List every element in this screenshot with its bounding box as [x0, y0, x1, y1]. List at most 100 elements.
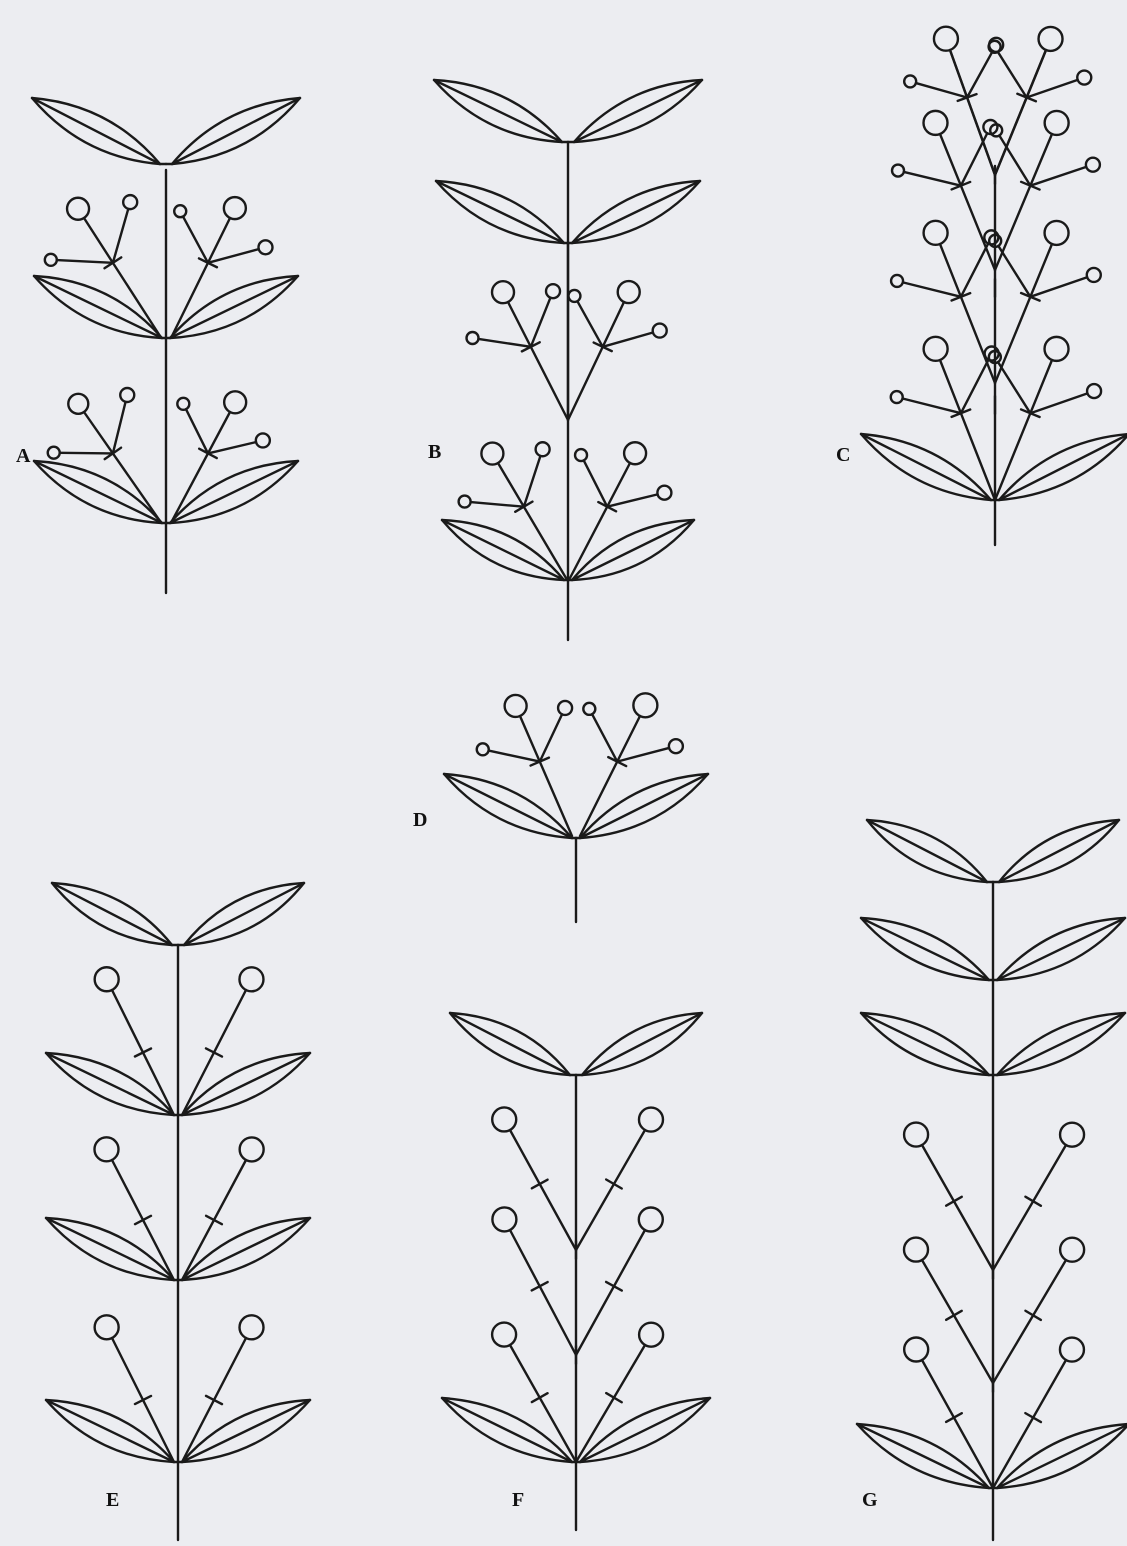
- leaf-midrib: [182, 1218, 310, 1280]
- leaf-midrib: [997, 1013, 1125, 1075]
- flower-bud-circle: [1039, 27, 1063, 51]
- pedicel-line: [998, 52, 1027, 98]
- pedicel-line: [607, 494, 657, 506]
- panel-c-drawing: [861, 27, 1127, 545]
- pedicel-line: [478, 339, 530, 347]
- flower-bud-circle: [1060, 1123, 1084, 1147]
- flower-bud-circle: [904, 1123, 928, 1147]
- flower-bud-circle: [891, 391, 903, 403]
- leaf-midrib: [867, 820, 987, 882]
- flower-bud-circle: [653, 324, 667, 338]
- flower-bud-circle: [546, 284, 560, 298]
- flower-bud-circle: [224, 197, 246, 219]
- flower-bud-circle: [633, 693, 657, 717]
- pedicel-line: [510, 1130, 576, 1250]
- flower-bud-circle: [239, 967, 263, 991]
- bract-tick: [1025, 1197, 1041, 1206]
- panel-f-drawing: [442, 1013, 710, 1530]
- flower-bud-circle: [45, 254, 57, 266]
- peduncle-line: [520, 716, 572, 836]
- panel-d-label: D: [413, 809, 427, 831]
- bract-tick: [946, 1197, 962, 1206]
- leaf-midrib: [34, 461, 162, 523]
- flower-bud-circle: [492, 281, 514, 303]
- pedicel-line: [576, 1230, 645, 1355]
- leaf-midrib: [184, 883, 304, 945]
- pedicel-line: [1030, 393, 1087, 413]
- pedicel-line: [998, 246, 1030, 297]
- pedicel-line: [510, 1345, 576, 1462]
- flower-bud-circle: [1086, 158, 1100, 172]
- leaf-midrib: [34, 276, 162, 338]
- flower-bud-circle: [1060, 1238, 1084, 1262]
- flower-bud-circle: [1077, 71, 1091, 85]
- leaf-midrib: [580, 1398, 710, 1462]
- pedicel-line: [916, 83, 967, 97]
- flower-bud-circle: [505, 695, 527, 717]
- flower-bud-circle: [583, 703, 595, 715]
- flower-bud-circle: [1045, 337, 1069, 361]
- peduncle-line: [172, 218, 230, 336]
- pedicel-line: [510, 1230, 576, 1355]
- leaf-midrib: [436, 181, 564, 243]
- pedicel-line: [113, 402, 126, 454]
- pedicel-line: [592, 714, 617, 761]
- leaf-midrib: [999, 820, 1119, 882]
- leaf-midrib: [444, 774, 572, 838]
- bract-tick: [532, 1180, 548, 1189]
- flower-bud-circle: [669, 739, 683, 753]
- panel-c-label: C: [836, 444, 850, 466]
- flower-bud-circle: [924, 221, 948, 245]
- panel-d-group: D: [413, 693, 708, 922]
- leaf-midrib: [572, 181, 700, 243]
- bract-tick: [946, 1413, 962, 1422]
- flower-bud-circle: [536, 442, 550, 456]
- flower-bud-circle: [177, 398, 189, 410]
- bract-tick: [606, 1393, 622, 1402]
- pedicel-line: [617, 748, 669, 762]
- pedicel-line: [993, 1360, 1066, 1488]
- panel-e-group: E: [46, 883, 310, 1540]
- pedicel-line: [904, 172, 961, 186]
- leaf-midrib: [574, 80, 702, 142]
- bract-tick: [532, 1282, 548, 1290]
- panel-f-label: F: [512, 1489, 524, 1511]
- flower-bud-circle: [657, 486, 671, 500]
- pedicel-line: [922, 1360, 993, 1488]
- leaf-midrib: [861, 1013, 989, 1075]
- flower-bud-circle: [492, 1207, 516, 1231]
- leaf-midrib: [32, 98, 160, 164]
- bract-tick: [206, 1216, 222, 1224]
- pedicel-line: [961, 133, 987, 185]
- panel-g-label: G: [862, 1489, 878, 1511]
- flower-bud-circle: [575, 449, 587, 461]
- leaf-midrib: [572, 520, 694, 580]
- pedicel-line: [577, 301, 602, 347]
- panel-a-group: A: [16, 98, 300, 593]
- panel-f-group: F: [442, 1013, 710, 1530]
- flower-bud-circle: [240, 1315, 264, 1339]
- bract-tick: [135, 1216, 151, 1224]
- leaf-midrib: [46, 1053, 174, 1115]
- pedicel-line: [998, 362, 1030, 413]
- pedicel-line: [576, 1130, 645, 1250]
- leaf-midrib: [170, 276, 298, 338]
- leaf-midrib: [997, 1424, 1127, 1488]
- flower-bud-circle: [174, 205, 186, 217]
- leaf-midrib: [450, 1013, 570, 1075]
- peduncle-line: [995, 244, 1052, 383]
- leaf-midrib: [580, 774, 708, 838]
- pedicel-line: [60, 453, 113, 454]
- flower-bud-circle: [985, 346, 999, 360]
- panel-a-label: A: [16, 445, 31, 467]
- leaf-midrib: [442, 520, 564, 580]
- peduncle-line: [570, 463, 630, 578]
- flower-bud-circle: [904, 1338, 928, 1362]
- bract-tick: [135, 1396, 151, 1404]
- bract-tick: [135, 1049, 151, 1057]
- flower-bud-circle: [934, 27, 958, 51]
- panel-b-label: B: [428, 441, 441, 463]
- flower-bud-circle: [123, 195, 137, 209]
- pedicel-line: [993, 1145, 1066, 1270]
- leaf-midrib: [182, 1400, 310, 1462]
